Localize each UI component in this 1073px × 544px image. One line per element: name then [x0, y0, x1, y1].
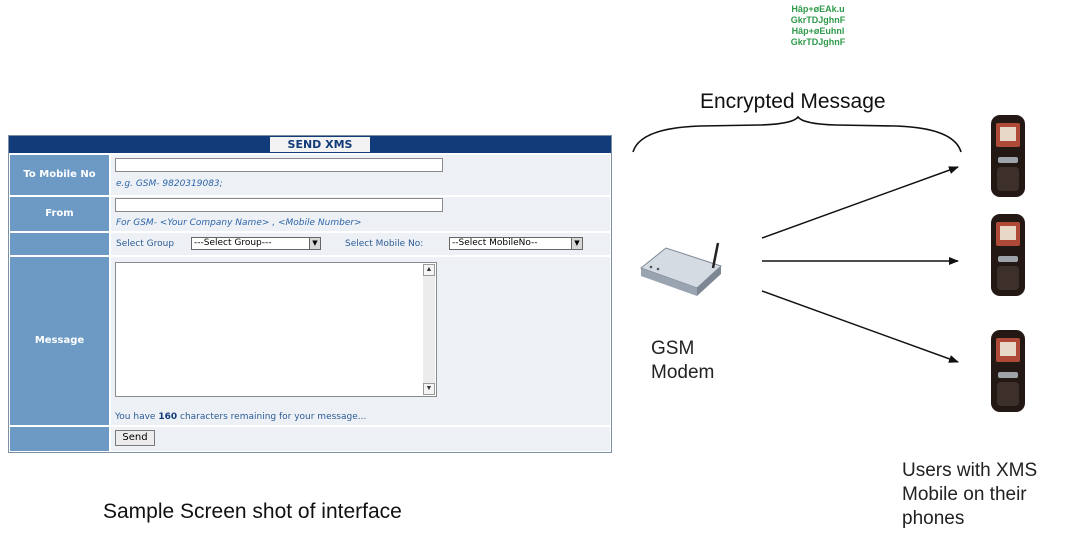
interface-caption: Sample Screen shot of interface	[103, 500, 402, 523]
arrow-to-phone-3	[761, 290, 959, 363]
message-label: Message	[10, 257, 109, 425]
chevron-down-icon[interactable]: ▼	[309, 238, 320, 249]
phone-icon	[991, 115, 1025, 197]
send-row-cell	[111, 427, 610, 451]
gsm-modem-label: GSM Modem	[651, 337, 731, 385]
gsm-label-line: Modem	[651, 362, 715, 383]
chevron-down-icon[interactable]: ▼	[571, 238, 582, 249]
phone-icon	[991, 330, 1025, 412]
message-textarea[interactable]: ▲ ▼	[115, 262, 437, 397]
users-label: Users with XMS Mobile on their phones	[902, 459, 1072, 531]
from-input[interactable]	[115, 198, 443, 212]
select-group-label: Select Group	[116, 239, 175, 249]
to-mobile-hint: e.g. GSM- 9820319083;	[116, 179, 223, 189]
remaining-prefix: You have	[115, 412, 156, 422]
message-scrollbar[interactable]: ▲ ▼	[423, 264, 435, 395]
select-row-label-cell	[10, 233, 109, 255]
scroll-up-icon[interactable]: ▲	[423, 264, 435, 276]
send-xms-form: SEND XMS To Mobile No e.g. GSM- 98203190…	[8, 135, 612, 453]
send-button[interactable]: Send	[115, 430, 155, 446]
select-group-dropdown[interactable]: ---Select Group--- ▼	[191, 237, 321, 250]
phone-icon	[991, 214, 1025, 296]
curly-brace	[632, 115, 962, 153]
from-label: From	[10, 197, 109, 231]
remaining-count: 160	[158, 412, 178, 422]
to-mobile-input[interactable]	[115, 158, 443, 172]
encrypted-line: Hâp+øEuhnl	[791, 26, 845, 36]
encrypted-line: GkrTDJghnF	[790, 37, 846, 47]
arrow-to-phone-1	[761, 166, 959, 239]
to-mobile-label: To Mobile No	[10, 155, 109, 195]
characters-remaining: You have 160 characters remaining for yo…	[115, 412, 366, 422]
select-mobile-label: Select Mobile No:	[345, 239, 424, 249]
send-row-label-cell	[10, 427, 109, 451]
scroll-down-icon[interactable]: ▼	[423, 383, 435, 395]
users-label-line: phones	[902, 508, 965, 529]
gsm-modem-icon	[639, 242, 722, 296]
users-label-line: Users with XMS	[902, 460, 1038, 481]
users-label-line: Mobile on their	[902, 484, 1027, 505]
select-group-value: ---Select Group---	[194, 238, 272, 248]
remaining-suffix: characters remaining for your message...	[180, 412, 367, 422]
select-mobile-value: --Select MobileNo--	[452, 238, 538, 248]
gsm-label-line: GSM	[651, 338, 695, 359]
encrypted-message-title: Encrypted Message	[700, 90, 886, 113]
select-mobile-dropdown[interactable]: --Select MobileNo-- ▼	[449, 237, 583, 250]
from-hint: For GSM- <Your Company Name> , <Mobile N…	[116, 218, 362, 228]
encrypted-text-sample: Hâp+øEAk.u GkrTDJghnF Hâp+øEuhnl GkrTDJg…	[743, 4, 893, 48]
encrypted-line: GkrTDJghnF	[790, 15, 846, 25]
form-title: SEND XMS	[270, 137, 370, 152]
encrypted-line: Hâp+øEAk.u	[791, 4, 845, 14]
